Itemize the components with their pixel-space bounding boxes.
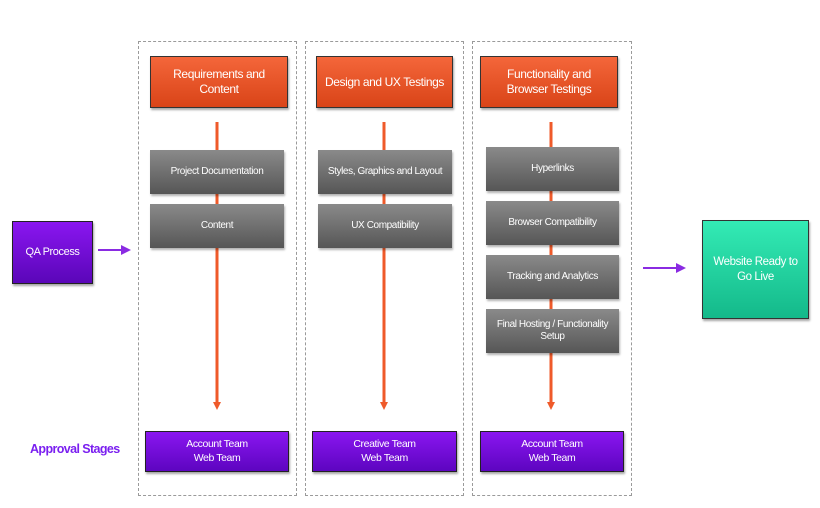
header-requirements: Requirements and Content: [150, 56, 288, 108]
header-functionality: Functionality and Browser Testings: [480, 56, 618, 108]
step-content: Content: [150, 204, 284, 248]
step-styles-graphics-layout: Styles, Graphics and Layout: [318, 150, 452, 194]
step-label: Tracking and Analytics: [507, 270, 598, 282]
step-label: Project Documentation: [170, 165, 264, 177]
header-design-label: Design and UX Testings: [324, 74, 445, 89]
column-frame-functionality: [472, 41, 632, 496]
step-label: Final Hosting / Functionality Setup: [496, 318, 609, 343]
header-functionality-label: Functionality and Browser Testings: [506, 67, 592, 96]
step-label: Styles, Graphics and Layout: [327, 165, 443, 177]
website-ready-node: Website Ready to Go Live: [702, 220, 809, 319]
column-frame-design: [305, 41, 464, 496]
step-label: Hyperlinks: [531, 162, 574, 174]
approval-stages-label: Approval Stages: [30, 442, 120, 456]
approval-label: Creative Team Web Team: [353, 438, 416, 464]
step-label: Content: [200, 219, 234, 231]
column-frame-requirements: [138, 41, 297, 496]
header-requirements-label: Requirements and Content: [173, 67, 265, 96]
website-ready-label: Website Ready to Go Live: [713, 256, 798, 283]
step-hyperlinks: Hyperlinks: [486, 147, 619, 191]
step-label: UX Compatibility: [351, 219, 419, 231]
step-final-hosting: Final Hosting / Functionality Setup: [486, 309, 619, 353]
approval-requirements: Account Team Web Team: [145, 431, 289, 472]
qa-process-label: QA Process: [25, 245, 80, 258]
approval-label: Account Team Web Team: [186, 438, 248, 464]
step-label: Browser Compatibility: [508, 216, 597, 228]
step-browser-compatibility: Browser Compatibility: [486, 201, 619, 245]
header-design: Design and UX Testings: [316, 56, 453, 108]
step-ux-compatibility: UX Compatibility: [318, 204, 452, 248]
approval-label: Account Team Web Team: [521, 438, 583, 464]
step-tracking-analytics: Tracking and Analytics: [486, 255, 619, 299]
approval-design: Creative Team Web Team: [312, 431, 457, 472]
step-project-documentation: Project Documentation: [150, 150, 284, 194]
qa-process-node: QA Process: [12, 221, 93, 284]
approval-functionality: Account Team Web Team: [480, 431, 624, 472]
